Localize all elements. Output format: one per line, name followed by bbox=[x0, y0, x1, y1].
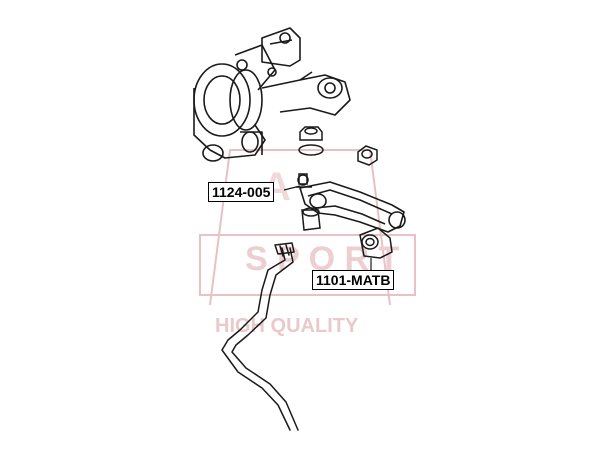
lower-control-arm bbox=[299, 181, 406, 233]
nut bbox=[357, 145, 378, 166]
front-arm-bushing bbox=[301, 207, 321, 231]
ball-joint bbox=[296, 173, 312, 188]
part-label-1101-MATB: 1101-MATB bbox=[312, 270, 395, 290]
leader-lines bbox=[283, 185, 372, 270]
upper-bushing bbox=[298, 126, 324, 156]
rear-arm-bushing bbox=[359, 227, 393, 259]
stabilizer-bar bbox=[221, 242, 299, 431]
steering-knuckle bbox=[193, 27, 351, 162]
part-label-1124-005: 1124-005 bbox=[208, 182, 275, 202]
